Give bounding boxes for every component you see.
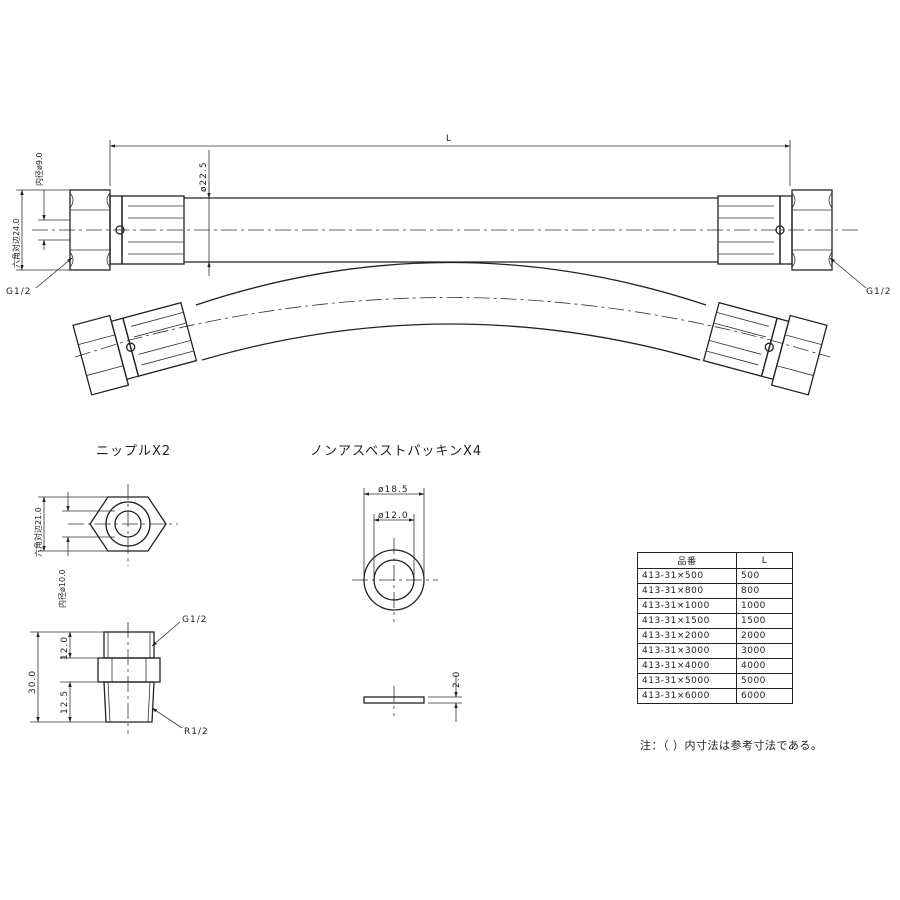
nipple-title: ニップルX2 (96, 444, 171, 459)
packing-title: ノンアスベストパッキンX4 (310, 444, 482, 459)
packing-thickness-label: 2.0 (452, 671, 462, 688)
length-value: 2000 (736, 628, 793, 644)
inner-diameter-label: 内径ø9.0 (34, 152, 44, 186)
bent-right-fitting (702, 301, 828, 396)
table-header-row: 品番 L (637, 552, 793, 569)
part-number: 413-31×5000 (637, 673, 737, 689)
straight-hose-view: L (6, 134, 891, 297)
part-number: 413-31×2000 (637, 628, 737, 644)
part-number: 413-31×3000 (637, 643, 737, 659)
right-hex-nut (779, 189, 833, 271)
bent-left-fitting (72, 301, 198, 396)
length-value: 500 (736, 568, 793, 584)
packing-face-view: ø18.5 ø12.0 (352, 485, 438, 622)
length-value: 5000 (736, 673, 793, 689)
nipple-top-length: 12.0 (60, 636, 70, 660)
nipple-thread-top: G1/2 (182, 615, 207, 625)
length-value: 1000 (736, 598, 793, 614)
nipple-bottom-length: 12.5 (60, 690, 70, 714)
part-number: 413-31×800 (637, 583, 737, 599)
left-ferrule (115, 195, 185, 265)
packing-edge-view: 2.0 (363, 671, 462, 722)
hex-across-label: 六角対辺24.0 (11, 218, 21, 268)
packing-outer-label: ø18.5 (378, 485, 409, 495)
nipple-thread-bottom: R1/2 (184, 727, 209, 737)
table-header-part: 品番 (637, 552, 737, 569)
length-value: 800 (736, 583, 793, 599)
left-hex-nut (69, 189, 123, 271)
nipple-end-view: 六角対辺21.0 内径ø10.0 (33, 484, 178, 608)
part-number: 413-31×6000 (637, 688, 737, 704)
thread-left-label: G1/2 (6, 287, 31, 297)
bent-hose-view (72, 261, 831, 396)
outer-diameter-label: ø22.5 (199, 161, 209, 192)
length-value: 6000 (736, 688, 793, 704)
part-number: 413-31×4000 (637, 658, 737, 674)
length-value: 3000 (736, 643, 793, 659)
part-number: 413-31×500 (637, 568, 737, 584)
packing-section: ノンアスベストパッキンX4 ø18.5 ø12.0 2.0 (310, 444, 482, 722)
packing-inner-label: ø12.0 (378, 511, 409, 521)
part-number: 413-31×1000 (637, 598, 737, 614)
nipple-section: ニップルX2 六角対辺21.0 内径ø10.0 (28, 444, 209, 737)
reference-note: 注：（ ）内寸法は参考寸法である。 (640, 739, 823, 752)
length-value: 1500 (736, 613, 793, 629)
table-header-length: L (736, 552, 793, 569)
nipple-hex-label: 六角対辺21.0 (33, 507, 43, 557)
nipple-side-view: 30.0 12.0 12.5 G1/2 R1/2 (28, 615, 209, 737)
thread-right-label: G1/2 (866, 287, 891, 297)
part-number: 413-31×1500 (637, 613, 737, 629)
nipple-total-length: 30.0 (28, 670, 38, 694)
length-value: 4000 (736, 658, 793, 674)
nipple-inner-label: 内径ø10.0 (57, 569, 67, 608)
length-label: L (446, 134, 452, 144)
